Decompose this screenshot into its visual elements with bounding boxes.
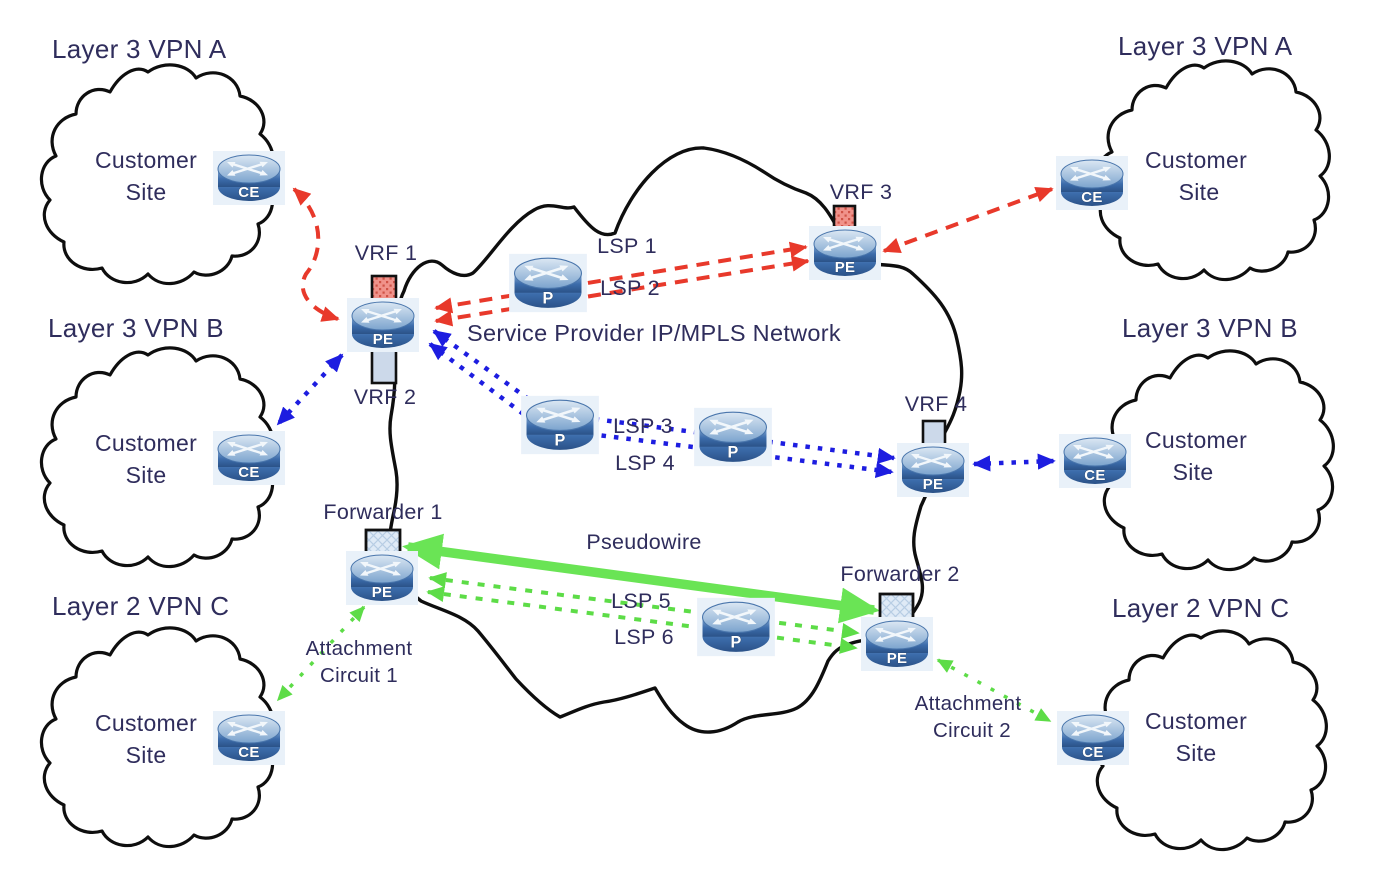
- p-label: P: [554, 432, 565, 450]
- attachment-circuit-links: [276, 605, 1052, 723]
- p-router-blue-path-2: P: [694, 407, 772, 467]
- lsp2-link: [434, 255, 810, 327]
- p-router-green-path: P: [697, 597, 775, 657]
- site-label: Customer: [1145, 708, 1247, 734]
- vpn-b-pe-ce-link-right: [972, 453, 1056, 472]
- ce-router-vpn-a-left: CE: [213, 151, 285, 205]
- p-router-blue-path-1: P: [521, 395, 599, 455]
- site-label: Site: [1173, 459, 1214, 485]
- ce-label: CE: [238, 744, 259, 761]
- p-router-red-path: P: [509, 253, 587, 313]
- site-label: Customer: [1145, 147, 1247, 173]
- ce-router-vpn-c-left: CE: [213, 711, 285, 765]
- vrf2-label: VRF 2: [354, 385, 416, 409]
- pe-router-4-forwarder1: PE: [346, 551, 418, 605]
- attachment-circuit-2-label: Circuit 2: [933, 719, 1011, 742]
- vpn-b-ce-pe-link-left: [276, 353, 344, 426]
- pe-router-3-vrf4: PE: [897, 443, 969, 497]
- lsp4-label: LSP 4: [615, 451, 675, 475]
- lsp2-label: LSP 2: [600, 276, 660, 300]
- vrf4-label: VRF 4: [905, 392, 967, 416]
- ce-label: CE: [1081, 189, 1102, 206]
- pe-router-1-vrf12: PE: [347, 298, 419, 352]
- ce-router-vpn-b-right: CE: [1059, 434, 1131, 488]
- vpn-a-left-title: Layer 3 VPN A: [52, 34, 227, 64]
- site-label: Site: [126, 742, 167, 768]
- ce-label: CE: [1084, 467, 1105, 484]
- ce-router-vpn-a-right: CE: [1056, 156, 1128, 210]
- pe-router-2-vrf3: PE: [809, 226, 881, 280]
- forwarder1-label: Forwarder 1: [323, 500, 442, 524]
- lsp3-label: LSP 3: [613, 414, 673, 438]
- lsp1-label: LSP 1: [597, 234, 657, 258]
- vpn-c-right-title: Layer 2 VPN C: [1112, 593, 1289, 623]
- forwarder2-label: Forwarder 2: [840, 562, 959, 586]
- site-label: Site: [126, 462, 167, 488]
- vpn-b-right-title: Layer 3 VPN B: [1122, 313, 1298, 343]
- site-label: Site: [1179, 179, 1220, 205]
- p-label: P: [542, 290, 553, 308]
- lsp5-label: LSP 5: [611, 589, 671, 613]
- vrf3-label: VRF 3: [830, 180, 892, 204]
- site-label: Customer: [95, 710, 197, 736]
- ce-label: CE: [238, 184, 259, 201]
- vpn-c-left-title: Layer 2 VPN C: [52, 591, 229, 621]
- attachment-circuit-1-label: Attachment: [306, 637, 413, 660]
- attachment-circuit-2-label: Attachment: [915, 692, 1022, 715]
- ce-router-vpn-c-right: CE: [1057, 711, 1129, 765]
- lsp6-label: LSP 6: [614, 625, 674, 649]
- pe-label: PE: [372, 584, 393, 601]
- site-label: Customer: [95, 147, 197, 173]
- vpn-a-right-title: Layer 3 VPN A: [1118, 31, 1293, 61]
- ce-label: CE: [1082, 744, 1103, 761]
- site-label: Customer: [95, 430, 197, 456]
- pseudowire-label: Pseudowire: [586, 530, 701, 554]
- attachment-circuit-1-link: [276, 605, 366, 702]
- site-label: Site: [126, 179, 167, 205]
- pe-label: PE: [835, 259, 856, 276]
- ce-router-vpn-b-left: CE: [213, 431, 285, 485]
- pe-router-5-forwarder2: PE: [861, 617, 933, 671]
- vrf1-label: VRF 1: [355, 241, 417, 265]
- attachment-circuit-2-link: [936, 658, 1052, 723]
- p-label: P: [730, 634, 741, 652]
- provider-network-label: Service Provider IP/MPLS Network: [467, 320, 841, 346]
- site-label: Customer: [1145, 427, 1247, 453]
- vpn-a-links: [292, 187, 1054, 327]
- pseudowire-link: [402, 533, 880, 624]
- vpn-a-ce-pe-link-left: [292, 187, 340, 322]
- ce-label: CE: [238, 464, 259, 481]
- p-label: P: [727, 444, 738, 462]
- vpn-a-pe-ce-link-right: [882, 187, 1054, 253]
- attachment-circuit-1-label: Circuit 1: [320, 664, 398, 687]
- pe-label: PE: [923, 476, 944, 493]
- pe-label: PE: [373, 331, 394, 348]
- vpn-b-left-title: Layer 3 VPN B: [48, 313, 224, 343]
- site-label: Site: [1176, 740, 1217, 766]
- pe-label: PE: [887, 650, 908, 667]
